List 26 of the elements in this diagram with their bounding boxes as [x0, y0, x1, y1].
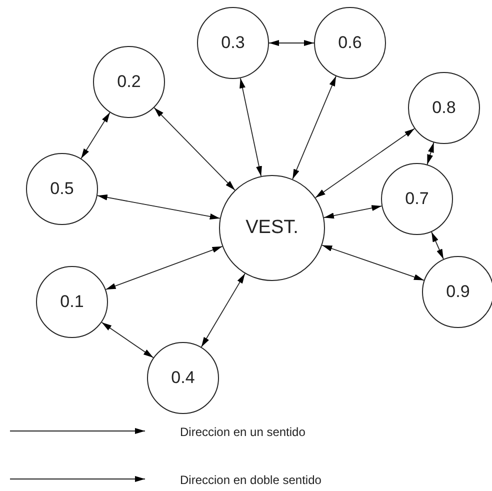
double-arrow [80, 112, 110, 159]
double-arrow [322, 244, 424, 281]
node-label: 0.8 [432, 97, 456, 120]
double-arrow [200, 273, 246, 348]
double-arrow [431, 232, 444, 260]
legend-label: Direccion en un sentido [180, 424, 306, 441]
double-arrow [154, 107, 236, 191]
double-arrow [426, 142, 434, 165]
node-label: 0.4 [171, 367, 195, 390]
node-label: 0.2 [117, 71, 141, 94]
node-label: 0.9 [446, 281, 470, 304]
node-label: 0.1 [60, 291, 84, 314]
node-label: VEST. [246, 216, 298, 240]
node-label: 0.3 [221, 32, 245, 54]
node-label: 0.6 [338, 32, 362, 54]
double-arrow [101, 322, 154, 358]
double-arrow [292, 76, 336, 180]
node-label: 0.7 [405, 188, 429, 210]
double-arrow [315, 128, 415, 198]
double-arrow [324, 205, 382, 219]
node-label: 0.5 [50, 178, 74, 200]
double-arrow [268, 40, 314, 46]
double-arrow [105, 246, 223, 290]
double-arrow [240, 78, 262, 177]
legend-label: Direccion en doble sentido [180, 472, 322, 489]
double-arrow [96, 194, 220, 220]
